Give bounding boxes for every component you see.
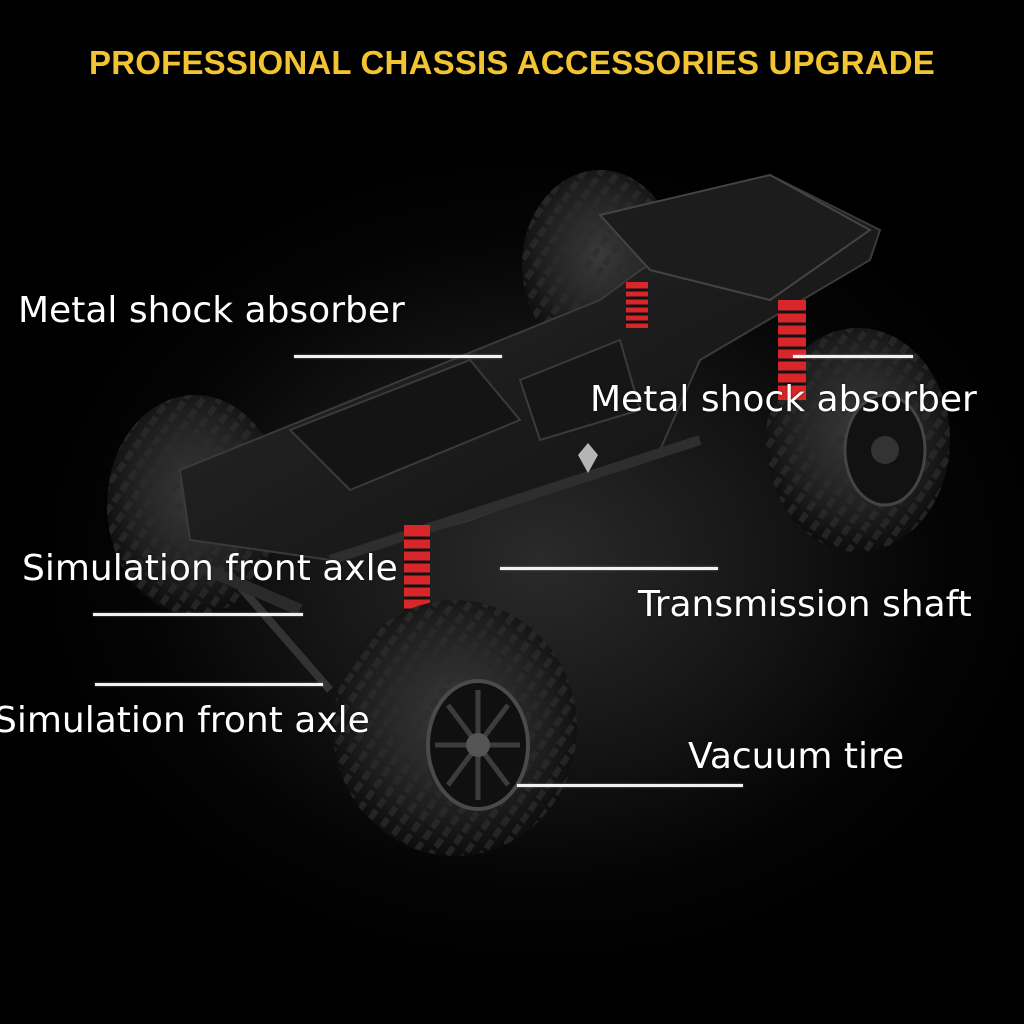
callout-leader-line bbox=[95, 683, 323, 686]
callout-leader-line bbox=[500, 567, 718, 570]
callout-leader-line bbox=[793, 355, 913, 358]
callout-leader-line bbox=[93, 613, 303, 616]
shock-absorber-rear-near bbox=[778, 300, 806, 400]
callout-label-metal-shock-absorber-front: Metal shock absorber bbox=[18, 290, 405, 331]
shock-absorber-front-near bbox=[404, 525, 430, 620]
callout-leader-line bbox=[294, 355, 502, 358]
page-title: PROFESSIONAL CHASSIS ACCESSORIES UPGRADE bbox=[89, 44, 935, 81]
tire-front-near bbox=[333, 600, 577, 856]
callout-leader-line bbox=[517, 784, 743, 787]
callout-label-simulation-front-axle-lower: Simulation front axle bbox=[0, 700, 370, 741]
shock-absorber-rear-far bbox=[626, 282, 648, 328]
tire-rear-near bbox=[766, 328, 950, 552]
callout-label-vacuum-tire: Vacuum tire bbox=[688, 736, 905, 777]
callout-label-metal-shock-absorber-rear: Metal shock absorber bbox=[590, 379, 977, 420]
chassis-frame bbox=[178, 173, 882, 693]
callout-label-simulation-front-axle-upper: Simulation front axle bbox=[22, 548, 398, 589]
callout-label-transmission-shaft: Transmission shaft bbox=[638, 584, 972, 625]
